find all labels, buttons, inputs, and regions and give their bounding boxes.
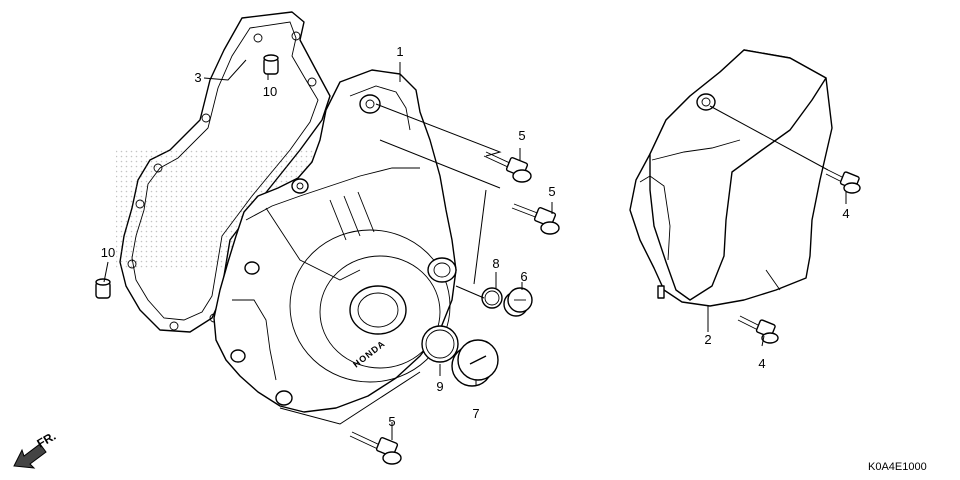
sprocket-cover <box>629 49 833 307</box>
callout-10-lower: 10 <box>101 245 115 260</box>
callout-4-upper: 4 <box>842 206 849 221</box>
callout-5-middle: 5 <box>548 184 555 199</box>
bolt-middle <box>511 203 560 235</box>
dowel-pin-lower <box>95 278 111 299</box>
callout-4-lower: 4 <box>758 356 765 371</box>
leader-lines <box>103 59 847 440</box>
timing-hole-cap <box>503 287 533 317</box>
dowel-pin-upper <box>263 54 279 75</box>
arrow-down-left-icon <box>13 443 47 469</box>
callout-5-upper: 5 <box>518 128 525 143</box>
callouts: 1 2 3 4 4 5 5 5 6 7 8 9 10 10 <box>101 44 850 429</box>
callout-6: 6 <box>520 269 527 284</box>
front-direction-indicator: FR. <box>13 429 58 469</box>
bolt-upper <box>483 151 532 183</box>
o-ring-large <box>421 325 459 363</box>
callout-7: 7 <box>472 406 479 421</box>
left-crankcase-cover: HONDA <box>213 69 457 413</box>
callout-8: 8 <box>492 256 499 271</box>
o-ring-small <box>481 287 503 309</box>
callout-1: 1 <box>396 44 403 59</box>
diagram-code: K0A4E1000 <box>868 461 927 473</box>
callout-2: 2 <box>704 332 711 347</box>
callout-9: 9 <box>436 379 443 394</box>
callout-3: 3 <box>194 70 201 85</box>
bolt-sprocket-upper <box>825 169 861 194</box>
callout-5-lower: 5 <box>388 414 395 429</box>
bolt-sprocket-lower <box>737 315 779 344</box>
bolt-lower <box>349 431 402 465</box>
callout-10-upper: 10 <box>263 84 277 99</box>
hole-cap <box>451 339 499 387</box>
